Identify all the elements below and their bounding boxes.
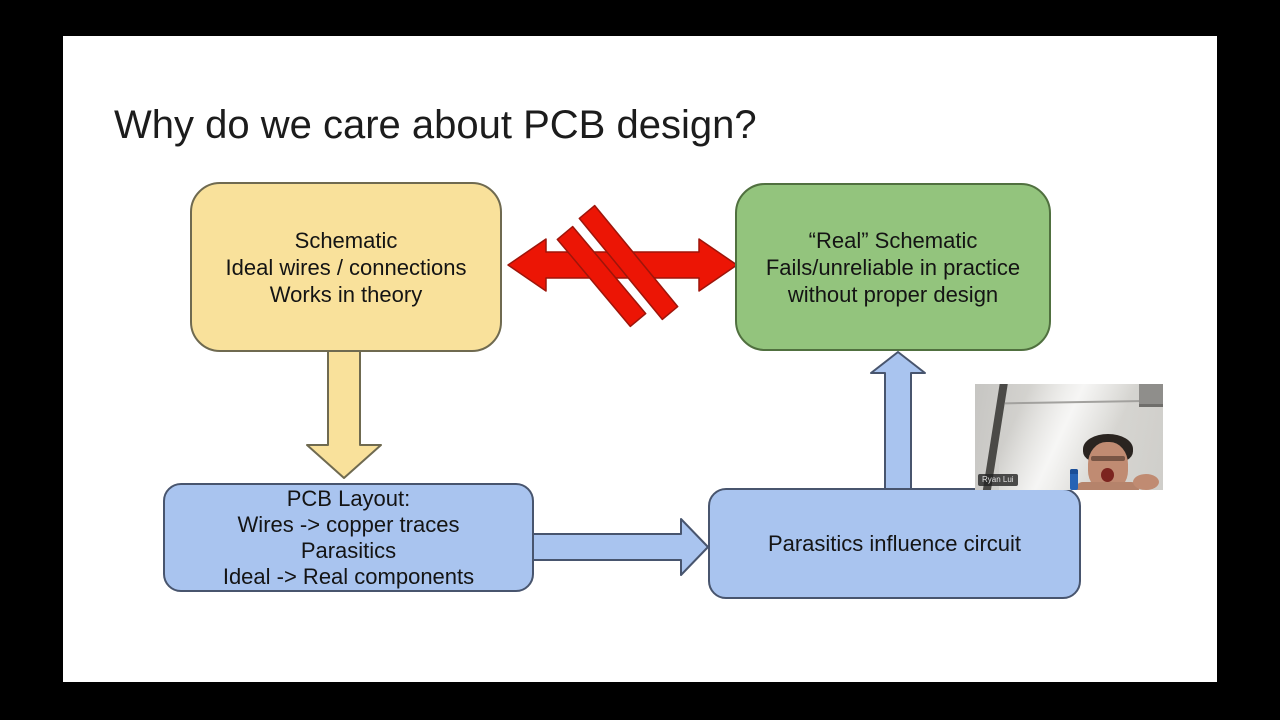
presenter-shoulder [1075, 482, 1139, 490]
pcb-layout-box-line-2: Wires -> copper traces [237, 511, 460, 537]
presenter-glasses [1091, 456, 1125, 461]
real-schematic-box-line-1: “Real” Schematic [808, 227, 978, 253]
real-schematic-box-line-2: Fails/unreliable in practice [765, 254, 1021, 280]
pcb-layout-box-line-4: Ideal -> Real components [222, 563, 475, 589]
pcb-layout-box: PCB Layout: Wires -> copper traces Paras… [163, 483, 534, 592]
blue-up-arrow [870, 351, 926, 490]
whiteboard-marker [1070, 469, 1078, 490]
parasitics-box-line-1: Parasitics influence circuit [767, 531, 1022, 556]
schematic-box-line-3: Works in theory [269, 281, 423, 307]
real-schematic-box: “Real” Schematic Fails/unreliable in pra… [735, 183, 1051, 351]
webcam-name-tag: Ryan Lui [978, 474, 1018, 486]
schematic-box-line-2: Ideal wires / connections [225, 254, 467, 280]
schematic-box: Schematic Ideal wires / connections Work… [190, 182, 502, 352]
presenter-mouth [1101, 468, 1114, 482]
presenter-hand [1133, 474, 1159, 490]
red-slash-bar-left [556, 225, 647, 328]
marker-cap [1070, 469, 1078, 474]
real-schematic-box-line-3: without proper design [787, 281, 999, 307]
yellow-down-arrow [306, 345, 382, 479]
blue-right-arrow [529, 518, 709, 576]
whiteboard-corner [1139, 384, 1163, 407]
presentation-slide: Why do we care about PCB design? Schemat… [63, 36, 1217, 682]
pcb-layout-box-line-3: Parasitics [300, 537, 397, 563]
parasitics-box: Parasitics influence circuit [708, 488, 1081, 599]
pcb-layout-box-line-1: PCB Layout: [286, 485, 411, 511]
red-double-arrow [507, 238, 738, 292]
slide-title: Why do we care about PCB design? [114, 103, 757, 147]
red-slash-bar-right [578, 204, 679, 321]
webcam-overlay: Ryan Lui [975, 384, 1163, 490]
schematic-box-line-1: Schematic [294, 227, 398, 253]
